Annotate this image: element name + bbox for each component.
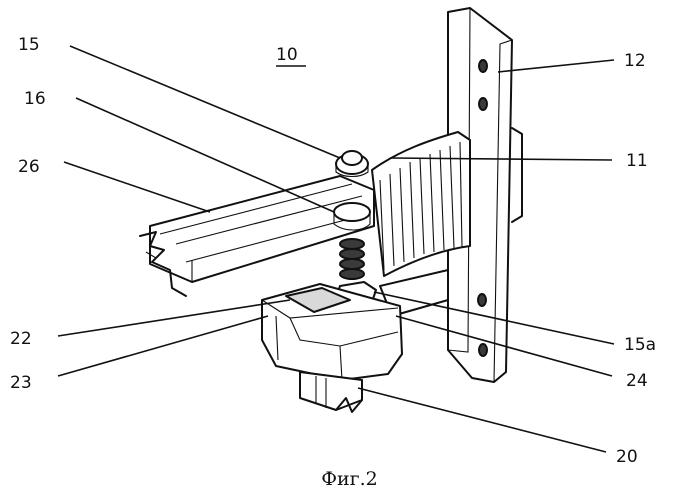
label-12: 12 (624, 51, 646, 71)
reference-labels: 10 15 16 26 12 11 22 23 15a 24 20 (10, 35, 656, 467)
spring (339, 238, 365, 280)
clamp-block (261, 283, 403, 381)
figure-caption: Фиг.2 (321, 468, 378, 490)
leader-26 (63, 161, 211, 213)
label-15: 15 (18, 35, 40, 55)
plate-hole (478, 343, 488, 357)
mounting-plate (447, 7, 523, 383)
bolt-head (335, 150, 369, 178)
label-15a: 15a (624, 335, 656, 355)
leader-16 (75, 97, 335, 213)
label-20: 20 (616, 447, 638, 467)
leader-15a (373, 291, 615, 345)
vertical-post (299, 371, 363, 413)
leader-11 (389, 157, 613, 161)
channel-arm (139, 175, 375, 297)
leader-22 (57, 299, 291, 337)
leader-23 (57, 315, 269, 377)
leader-20 (357, 387, 607, 453)
curved-bracket (371, 131, 471, 277)
plate-hole (477, 293, 487, 307)
label-22: 22 (10, 329, 32, 349)
leader-12 (497, 59, 615, 73)
label-main: 10 (276, 45, 298, 65)
plate-hole (478, 59, 488, 73)
label-26: 26 (18, 157, 40, 177)
plate-hole (478, 97, 488, 111)
leader-24 (395, 315, 613, 377)
spacer (333, 202, 371, 231)
label-24: 24 (626, 371, 648, 391)
leader-lines (57, 45, 615, 453)
label-11: 11 (626, 151, 648, 171)
leader-15 (69, 45, 341, 159)
label-23: 23 (10, 373, 32, 393)
label-16: 16 (24, 89, 46, 109)
